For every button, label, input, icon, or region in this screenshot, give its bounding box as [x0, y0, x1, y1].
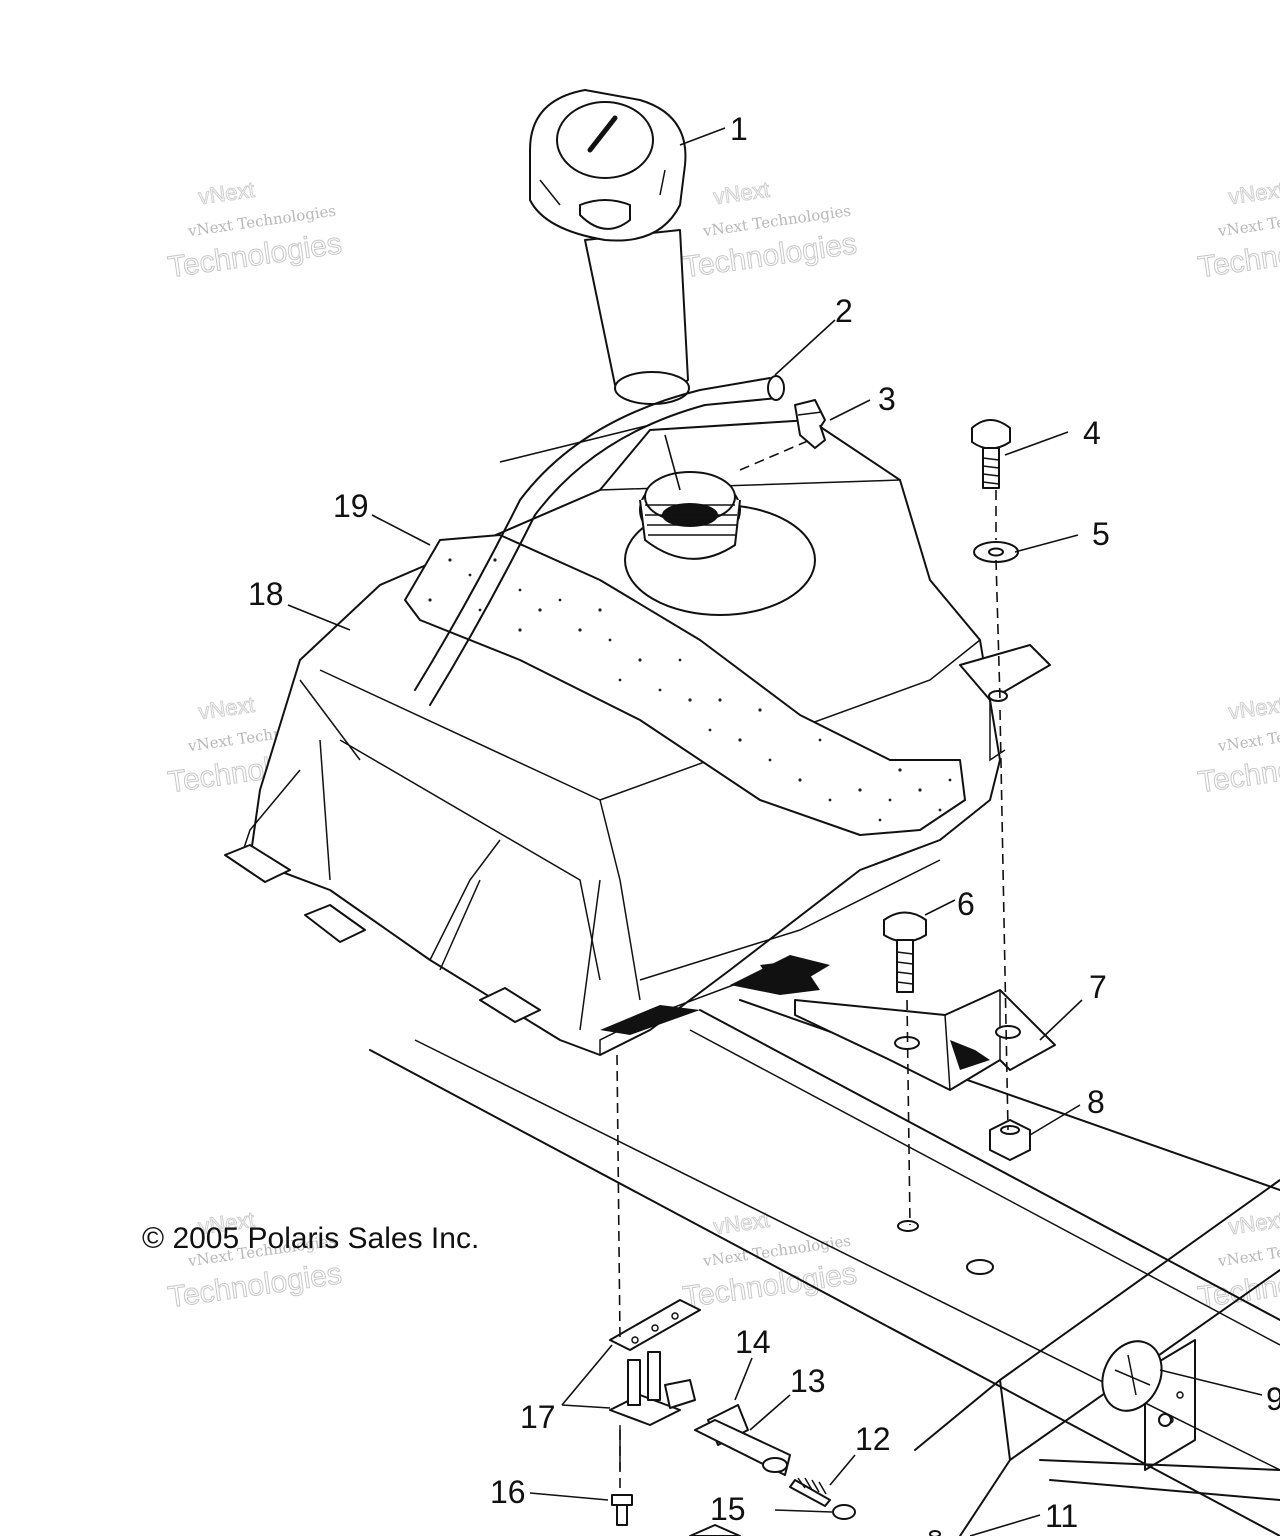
part-4-bolt: [971, 419, 1011, 489]
callout-2: 2: [835, 293, 853, 329]
fuel-tank: [224, 419, 1051, 1056]
callout-19: 19: [333, 488, 369, 524]
watermark-brand: vNext: [712, 1207, 771, 1240]
part-3-fitting: [794, 399, 826, 449]
callout-1: 1: [730, 111, 748, 147]
watermark-brand: vNext: [1227, 692, 1280, 725]
part-6-bolt: [883, 911, 927, 993]
callout-16: 16: [490, 1474, 526, 1510]
copyright-notice: © 2005 Polaris Sales Inc.: [142, 1222, 479, 1255]
callout-14: 14: [735, 1324, 771, 1360]
callout-labels: 1 2 3 4 5 6 7 8 9 11 12 13 14 15 16 17 1…: [248, 111, 1280, 1534]
watermark-small: vNext Technologies: [1216, 1232, 1280, 1271]
watermark-small: vNext Technologies: [1216, 717, 1280, 756]
part-12-spring: [789, 1477, 831, 1507]
callout-12: 12: [855, 1421, 891, 1457]
callout-7: 7: [1089, 969, 1107, 1005]
part-16-screw: [611, 1494, 633, 1526]
callout-15: 15: [710, 1491, 746, 1527]
callout-6: 6: [957, 886, 975, 922]
part-8-nut: [989, 1119, 1031, 1161]
watermark-brand: vNext: [197, 177, 256, 210]
callout-9: 9: [1266, 1381, 1280, 1417]
callout-5: 5: [1092, 516, 1110, 552]
part-7-bracket: [760, 960, 1056, 1091]
part-13-fuel-line: [694, 1419, 791, 1476]
watermark-brand: vNext: [1227, 177, 1280, 210]
part-9-plug: [1101, 1340, 1163, 1412]
callout-3: 3: [878, 381, 896, 417]
callout-11: 11: [1045, 1498, 1078, 1534]
part-17-petcock: [609, 1299, 701, 1470]
callout-17: 17: [520, 1399, 556, 1435]
watermark-small: vNext Technologies: [1216, 202, 1280, 241]
callout-8: 8: [1087, 1084, 1105, 1120]
foam-pad: [404, 534, 966, 836]
foam-texture: [428, 558, 952, 822]
assembly-lines: [499, 424, 1009, 1492]
callout-13: 13: [790, 1363, 826, 1399]
part-1-fuel-cap: [529, 89, 690, 405]
callout-18: 18: [248, 576, 284, 612]
leader-lines: [287, 127, 1263, 1536]
part-2-vent-hose: [414, 375, 785, 706]
watermark-brand: vNext: [712, 177, 771, 210]
part-5-washer: [973, 541, 1019, 563]
part-11-fitting: [689, 1524, 941, 1536]
callout-4: 4: [1083, 415, 1101, 451]
part-15-washer: [832, 1504, 856, 1520]
watermark-brand: vNext: [197, 692, 256, 725]
